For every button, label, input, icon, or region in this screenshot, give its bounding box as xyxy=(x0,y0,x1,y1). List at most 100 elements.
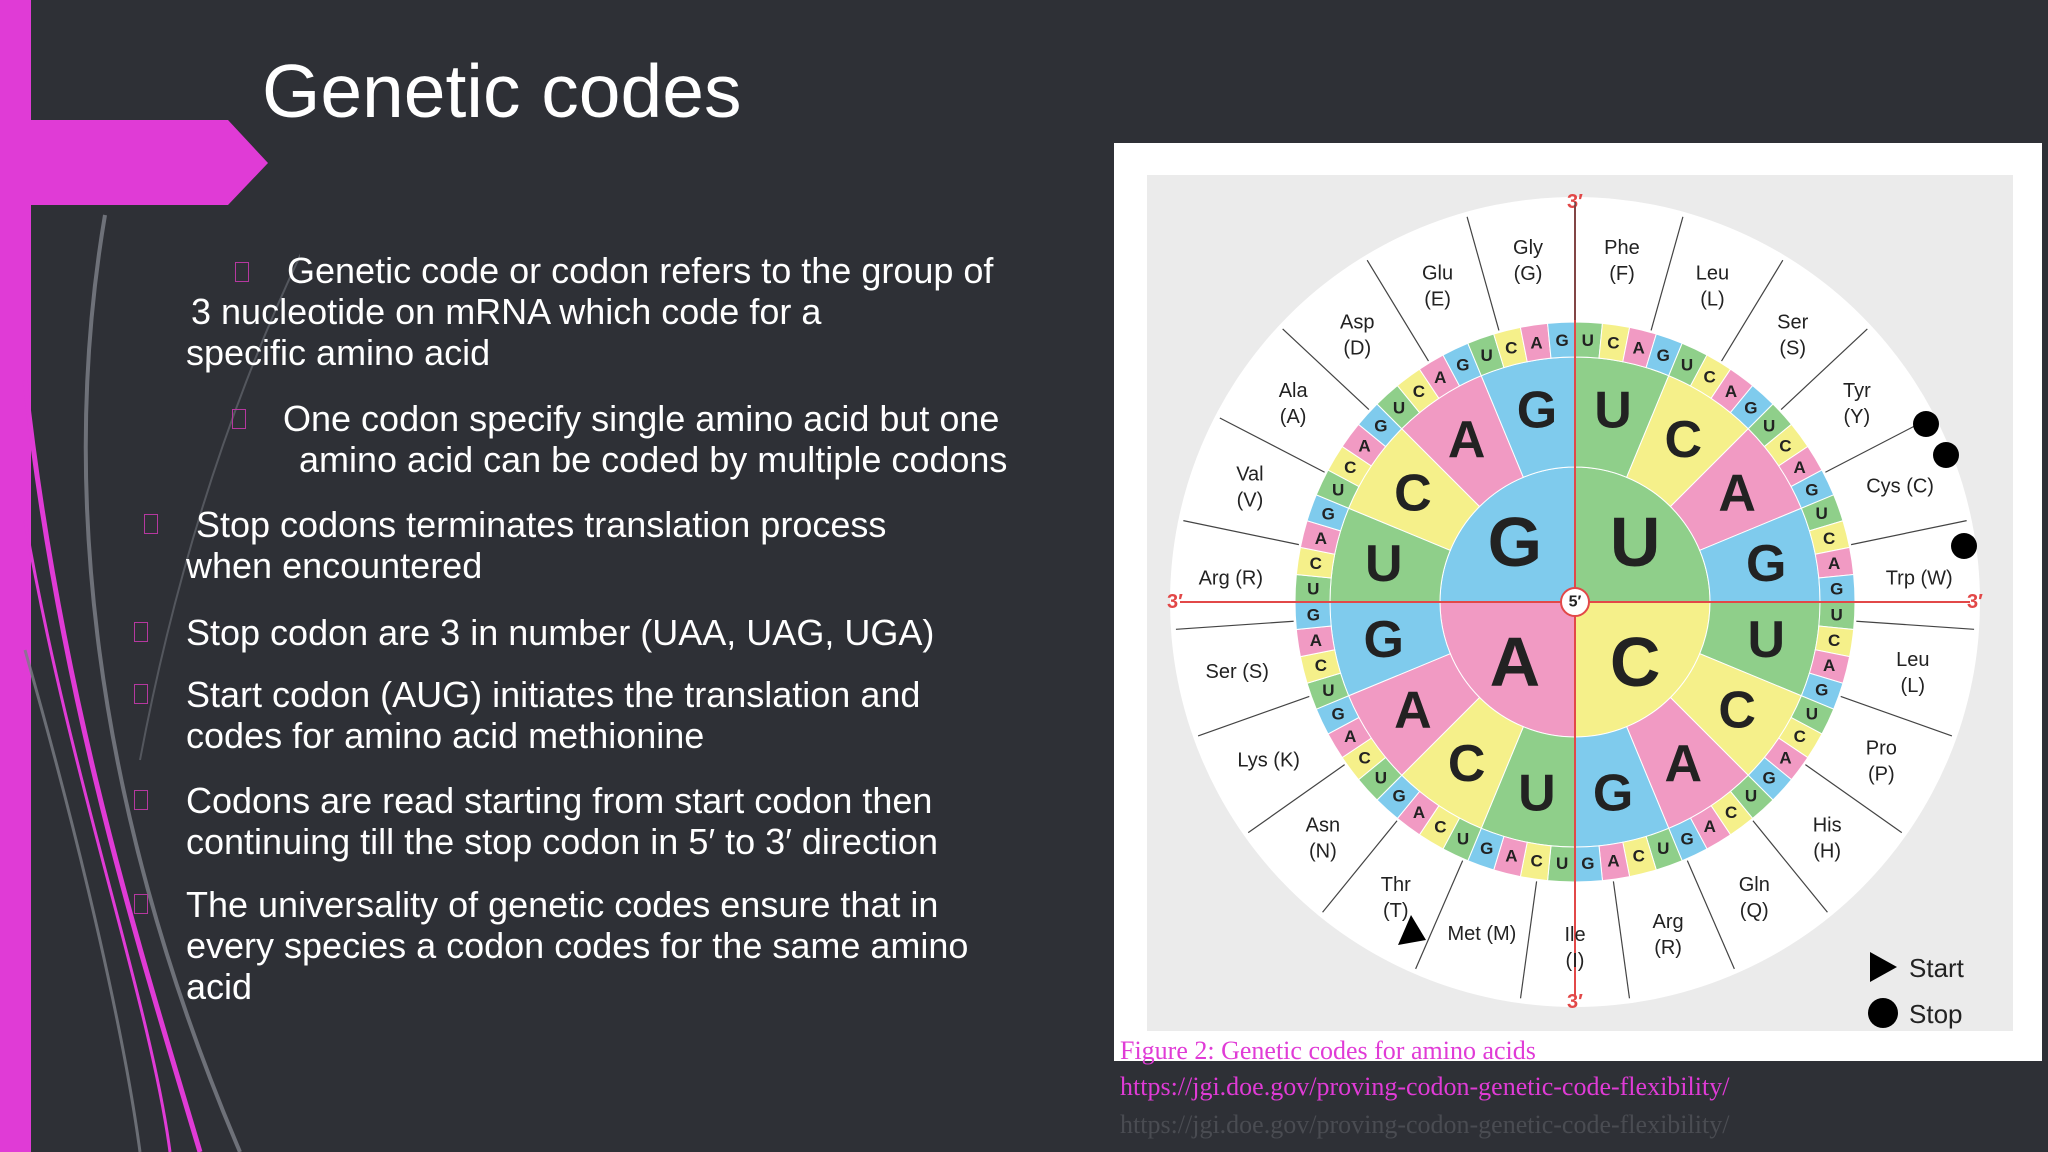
third-ring-letter: A xyxy=(1823,656,1835,675)
amino-acid-divider xyxy=(1856,620,1975,630)
amino-acid-code: (D) xyxy=(1343,337,1371,359)
third-ring-letter: A xyxy=(1315,529,1327,548)
bullet-1-line-1: Genetic code or codon refers to the grou… xyxy=(287,250,994,291)
bullet-7-line-3: acid xyxy=(186,966,253,1007)
third-ring-letter: C xyxy=(1704,368,1716,387)
amino-acid-name: Lys (K) xyxy=(1237,750,1300,772)
bullet-6: Codons are read starting from start codo… xyxy=(186,780,1054,862)
amino-acid-divider xyxy=(1805,764,1903,834)
third-ring-letter: U xyxy=(1816,504,1828,523)
amino-acid-name: Trp (W) xyxy=(1886,567,1953,589)
amino-acid-name: Leu xyxy=(1896,649,1929,671)
end-label-right: 3′ xyxy=(1967,591,1983,613)
bullet-1-line-2: 3 nucleotide on mRNA which code for a xyxy=(191,291,822,332)
amino-acid-divider xyxy=(1650,216,1684,331)
second-ring-letter: U xyxy=(1747,611,1785,669)
third-ring-letter: G xyxy=(1456,356,1469,375)
third-ring-letter: G xyxy=(1763,768,1776,787)
title-arrow-shape xyxy=(0,120,268,205)
slide-title: Genetic codes xyxy=(262,49,742,133)
amino-acid-divider xyxy=(1219,417,1325,473)
third-ring-letter: C xyxy=(1505,338,1517,357)
amino-acid-code: (P) xyxy=(1868,764,1895,786)
amino-acid-divider xyxy=(1850,520,1967,546)
third-ring-letter: U xyxy=(1481,346,1493,365)
third-ring-letter: U xyxy=(1332,481,1344,500)
stop-marker-icon xyxy=(1933,442,1959,468)
amino-acid-name: Arg (R) xyxy=(1199,567,1263,589)
amino-acid-code: (F) xyxy=(1609,263,1635,285)
third-ring-letter: G xyxy=(1332,705,1345,724)
bullet-2-line-1: One codon specify single amino acid but … xyxy=(283,398,1000,439)
amino-acid-code: (G) xyxy=(1514,263,1543,285)
second-ring-letter: U xyxy=(1518,764,1556,822)
third-ring-letter: U xyxy=(1375,768,1387,787)
amino-acid-code: (N) xyxy=(1309,840,1337,862)
amino-acid-divider xyxy=(1721,259,1784,362)
third-ring-letter: U xyxy=(1745,787,1757,806)
amino-acid-name: Asp xyxy=(1340,311,1374,333)
third-ring-letter: U xyxy=(1393,398,1405,417)
bullet-3-line-2: when encountered xyxy=(186,545,483,586)
third-ring-letter: A xyxy=(1505,847,1517,866)
third-ring-letter: U xyxy=(1307,580,1319,599)
third-ring-letter: U xyxy=(1582,331,1594,350)
amino-acid-divider xyxy=(1197,695,1310,737)
third-ring-letter: C xyxy=(1413,382,1425,401)
stop-marker-icon xyxy=(1913,411,1939,437)
third-ring-letter: A xyxy=(1779,749,1791,768)
second-ring-letter: G xyxy=(1593,764,1633,822)
amino-acid-divider xyxy=(1183,520,1300,546)
third-ring-letter: G xyxy=(1815,681,1828,700)
end-label-left: 3′ xyxy=(1167,591,1183,613)
inner-ring-letter: G xyxy=(1488,503,1542,581)
amino-acid-divider xyxy=(1612,881,1631,999)
third-ring-letter: C xyxy=(1779,436,1791,455)
third-ring-letter: A xyxy=(1530,333,1542,352)
figure-url-reflection: https://jgi.doe.gov/proving-codon-geneti… xyxy=(1120,1110,1730,1139)
amino-acid-code: (S) xyxy=(1779,337,1806,359)
amino-acid-code: (V) xyxy=(1237,489,1264,511)
third-ring-letter: A xyxy=(1358,436,1370,455)
amino-acid-code: (Y) xyxy=(1844,406,1871,428)
third-ring-letter: C xyxy=(1607,333,1619,352)
third-ring-letter: A xyxy=(1607,852,1619,871)
bullet-4-line-1: Stop codon are 3 in number (UAA, UAG, UG… xyxy=(186,612,935,653)
third-ring-letter: C xyxy=(1434,817,1446,836)
second-ring-letter: A xyxy=(1665,735,1703,793)
third-ring-letter: G xyxy=(1830,580,1843,599)
figure-url[interactable]: https://jgi.doe.gov/proving-codon-geneti… xyxy=(1120,1072,1730,1101)
bullet-marker-icon xyxy=(232,409,246,429)
third-ring-letter: C xyxy=(1794,727,1806,746)
second-ring-letter: U xyxy=(1594,382,1632,440)
end-label-bottom: 3′ xyxy=(1567,991,1583,1013)
start-marker-icon xyxy=(1398,915,1426,945)
third-ring-letter: U xyxy=(1806,704,1818,723)
amino-acid-code: (A) xyxy=(1280,406,1307,428)
third-ring-letter: U xyxy=(1457,829,1469,848)
bullet-5: Start codon (AUG) initiates the translat… xyxy=(186,674,1054,756)
third-ring-letter: C xyxy=(1315,656,1327,675)
bullet-1: Genetic code or codon refers to the grou… xyxy=(186,250,1054,373)
inner-ring-letter: U xyxy=(1610,503,1661,581)
amino-acid-name: Arg xyxy=(1653,911,1684,933)
third-ring-letter: G xyxy=(1680,829,1693,848)
third-ring-letter: C xyxy=(1633,847,1645,866)
third-ring-letter: C xyxy=(1828,631,1840,650)
legend-stop-label: Stop xyxy=(1909,999,1963,1029)
bullet-4: Stop codon are 3 in number (UAA, UAG, UG… xyxy=(186,612,1054,653)
amino-acid-name: Cys (C) xyxy=(1866,475,1934,497)
third-ring-letter: A xyxy=(1725,382,1737,401)
third-ring-letter: U xyxy=(1763,417,1775,436)
amino-acid-divider xyxy=(1247,764,1345,834)
inner-ring-letter: C xyxy=(1610,623,1661,701)
third-ring-letter: C xyxy=(1344,458,1356,477)
center-label: 5′ xyxy=(1569,594,1582,611)
second-ring-letter: G xyxy=(1517,382,1557,440)
bullet-3-line-1: Stop codons terminates translation proce… xyxy=(196,504,887,545)
amino-acid-name: Pro xyxy=(1866,738,1897,760)
legend-stop-icon xyxy=(1868,998,1898,1028)
decorative-curves xyxy=(22,214,300,1152)
